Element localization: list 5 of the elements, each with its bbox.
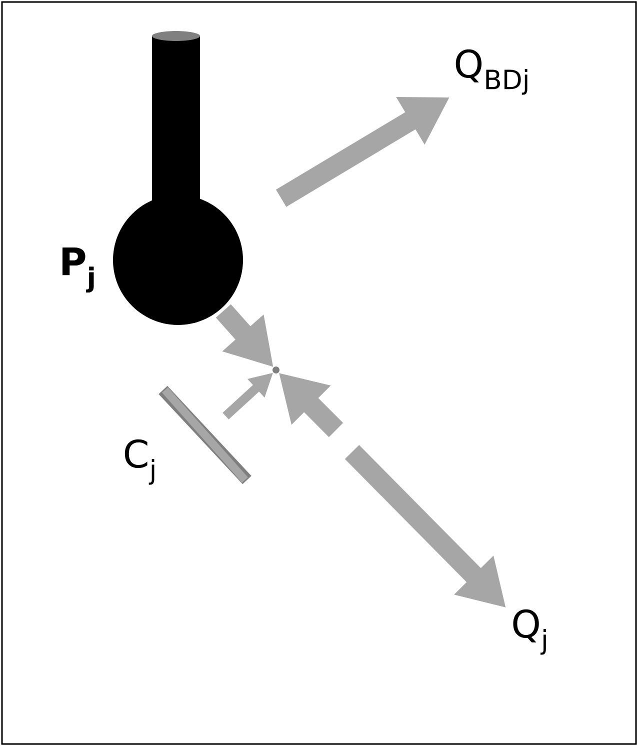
node-label: P$_{j}$ [62,247,94,293]
flow-label: Q$_{BDj}$ [456,49,528,95]
junction-point [272,366,280,374]
flow-label: Q$_{j}$ [513,609,546,655]
ball-on-stem-drawing: P$_{j}$ [62,31,243,325]
